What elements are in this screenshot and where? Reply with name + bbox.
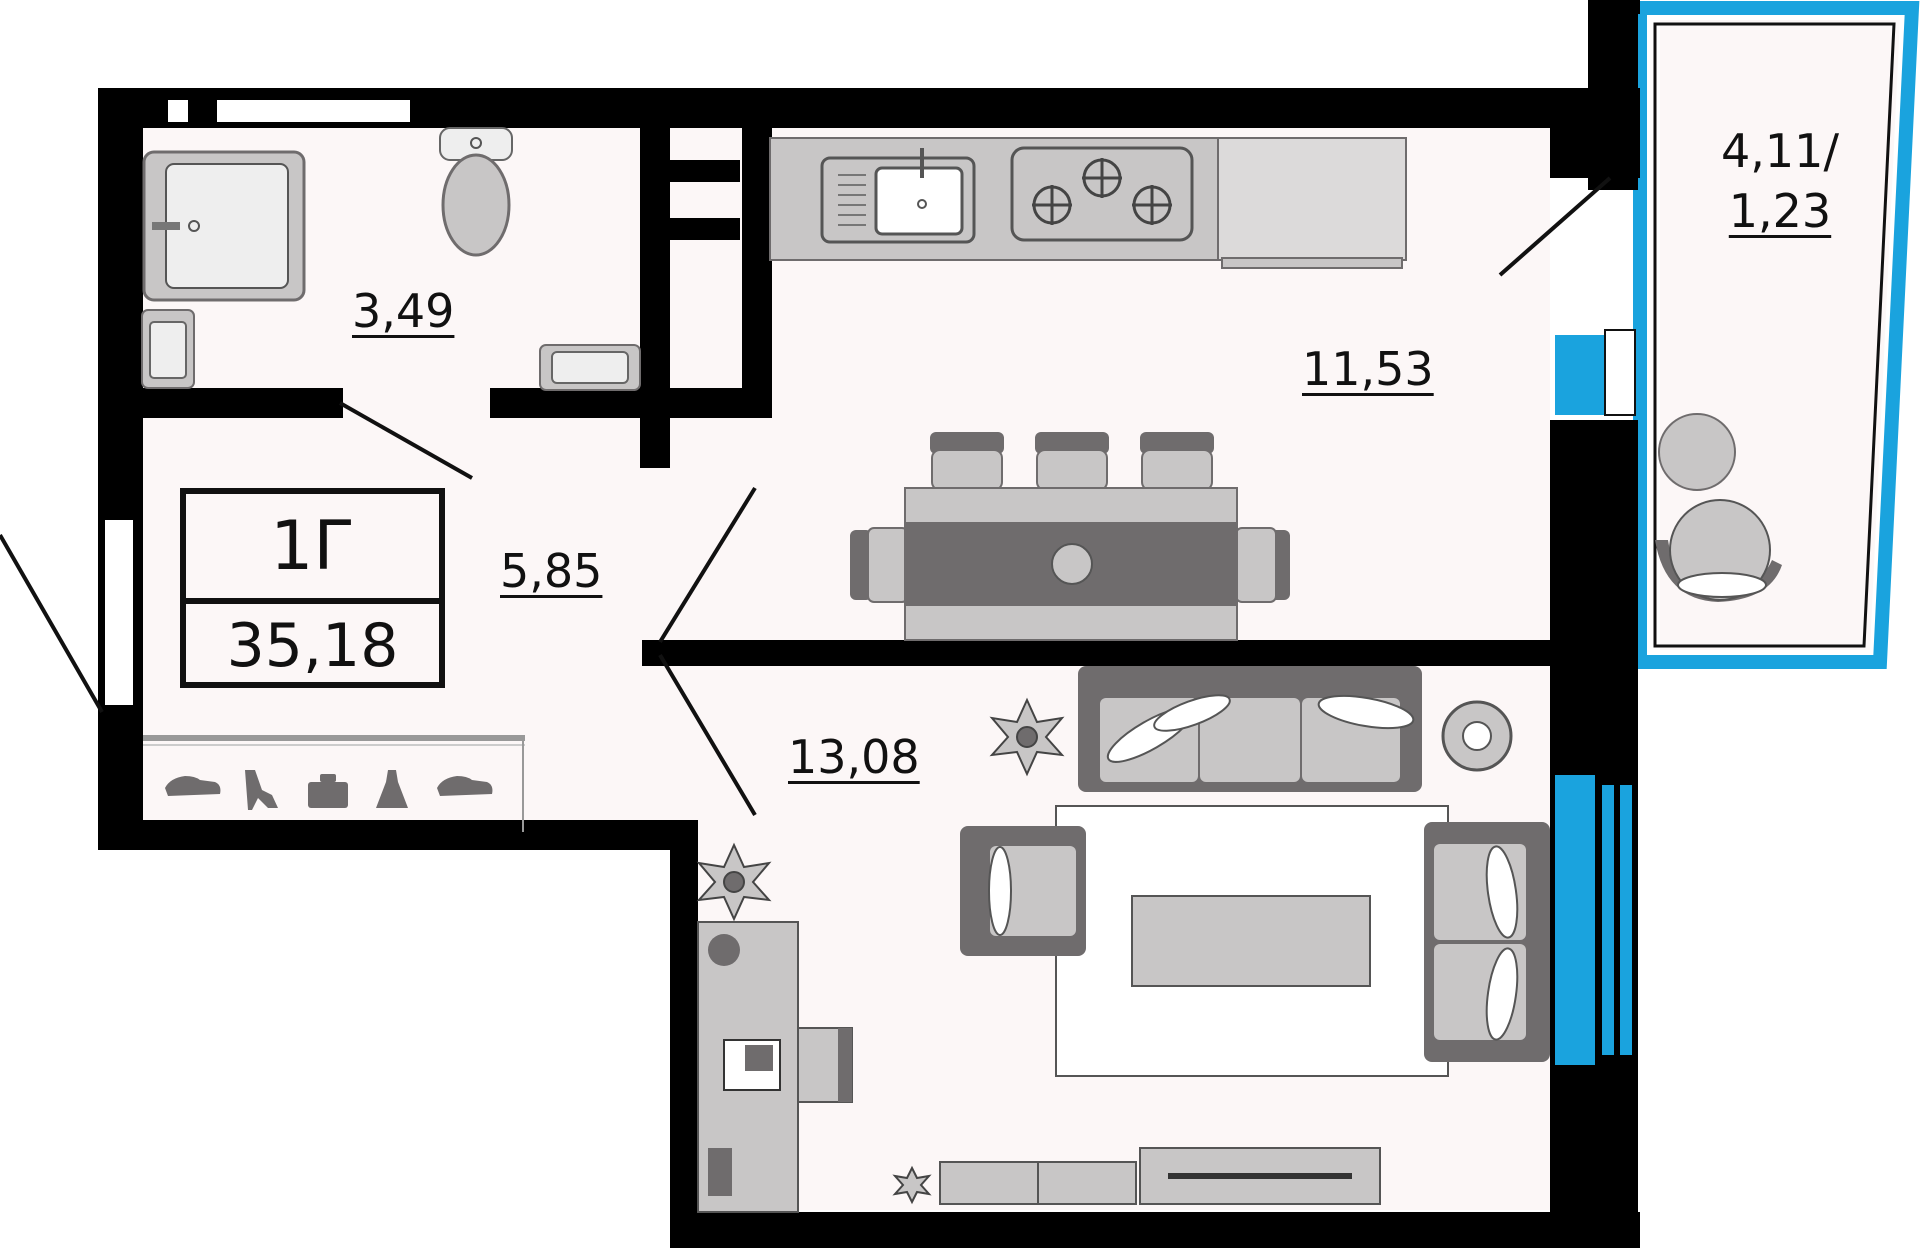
hallway-area: 5,85	[500, 544, 603, 598]
kitchen-area: 11,53	[1302, 342, 1434, 396]
dining-table	[850, 432, 1290, 641]
balcony-area-reduced: 1,23	[1728, 183, 1832, 238]
side-sofa	[1424, 822, 1550, 1062]
apartment-summary-box: 1Г 35,18	[180, 488, 445, 688]
bathroom-fixtures	[141, 127, 641, 391]
armchair	[960, 826, 1086, 956]
plants	[696, 697, 1065, 1205]
rug	[1055, 805, 1449, 1077]
balcony-furniture	[1655, 413, 1782, 602]
balcony-area: 4,11/ 1,23	[1700, 122, 1860, 242]
balcony	[1633, 1, 1920, 669]
kitchen-counter	[769, 137, 1407, 269]
tv-unit	[939, 1147, 1381, 1205]
living-room-area: 13,08	[788, 730, 920, 784]
bathroom-area: 3,49	[352, 284, 455, 338]
balcony-area-full: 4,11/	[1721, 124, 1839, 178]
wall-openings	[105, 100, 410, 705]
door-lines	[0, 176, 1612, 817]
floor-lamp	[1441, 700, 1513, 772]
windows	[1555, 329, 1636, 1065]
desk	[697, 921, 853, 1213]
apartment-total-area: 35,18	[226, 611, 399, 681]
apartment-type: 1Г	[186, 494, 439, 604]
sofa	[1078, 666, 1422, 792]
hallway-wardrobe	[143, 735, 525, 832]
